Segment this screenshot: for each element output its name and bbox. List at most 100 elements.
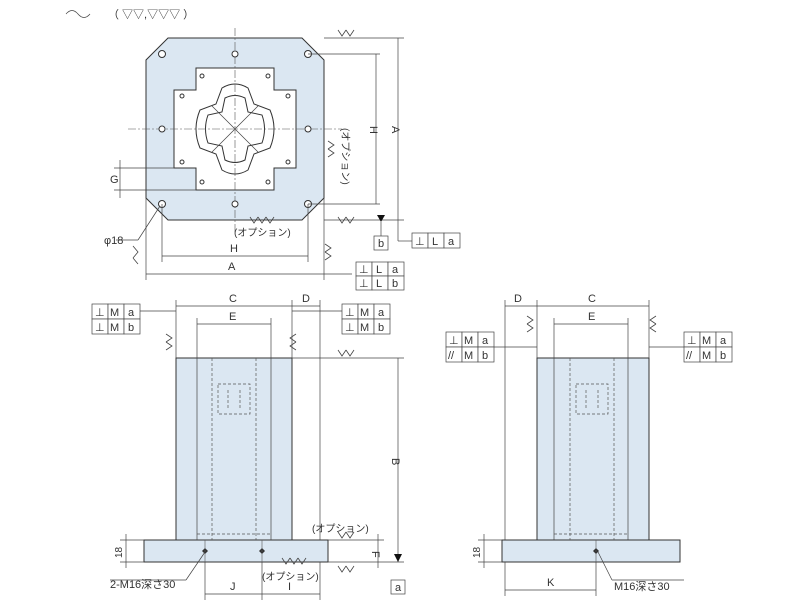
tol-b1-datum: a <box>392 264 399 276</box>
tol-fl2-datum: b <box>128 322 134 334</box>
pocket-hole-4 <box>265 179 271 185</box>
option-lower-label: (オプション) <box>262 571 319 583</box>
tol-fr1-grade: M <box>360 307 369 319</box>
tol-sl2-grade: M <box>464 350 473 362</box>
side-thread-callout-label: M16深さ30 <box>614 580 670 593</box>
pocket-hole-1 <box>199 73 205 79</box>
tolerance-frame-top-right: ⊥ L a <box>411 232 461 249</box>
surface-mark-front-top <box>337 349 355 357</box>
dim-18-label: 18 <box>114 546 125 558</box>
hole-diameter-label: φ18 <box>104 235 123 247</box>
pocket-hole-8 <box>285 159 291 165</box>
front-view: C D E B (オプション) F 18 <box>91 293 406 600</box>
surface-mark-side-left <box>526 315 534 333</box>
tol-fr2-symbol: ⊥ <box>345 322 355 334</box>
surface-mark-left <box>132 245 139 265</box>
tol-sl2-datum: b <box>482 350 488 362</box>
edge-hole-right <box>304 125 312 133</box>
top-view: A H (オプション) G φ18 (オプション) H A <box>104 28 461 291</box>
dim-b-label: B <box>389 458 401 465</box>
side-thread-leader <box>597 551 613 581</box>
dim-c-label: C <box>229 293 237 305</box>
tol-sr1-grade: M <box>702 335 711 347</box>
tol-b1-symbol: ⊥ <box>359 264 369 276</box>
tol-fl1-grade: M <box>110 307 119 319</box>
front-hidden-pocket <box>217 383 251 415</box>
edge-hole-top <box>231 50 239 58</box>
tolerance-frame-front-right: ⊥ M a ⊥ M b <box>341 303 391 335</box>
option-bottom-label: (オプション) <box>234 227 291 239</box>
dim-k-label: K <box>547 577 555 589</box>
corner-hole-tl <box>158 50 166 58</box>
surface-mark-top <box>337 29 355 37</box>
datum-a-box <box>390 579 406 595</box>
tol-sr2-symbol: // <box>686 350 693 362</box>
tol-fl1-symbol: ⊥ <box>95 307 105 319</box>
datum-a-label: a <box>395 582 402 594</box>
surface-mark-right-lower <box>324 243 332 261</box>
dim-i-label: I <box>288 581 291 593</box>
tol-sl2-symbol: // <box>448 350 455 362</box>
dim-h-bottom-label: H <box>230 243 238 255</box>
tol-fr1-symbol: ⊥ <box>345 307 355 319</box>
side-body <box>536 357 650 541</box>
surface-mark-front-flange <box>337 531 355 539</box>
front-body <box>175 357 293 541</box>
dim-j-label: J <box>230 581 236 593</box>
edge-hole-bottom <box>231 200 239 208</box>
tol-fr1-datum: a <box>378 307 385 319</box>
pocket-hole-6 <box>285 93 291 99</box>
thread-callout-label: 2-M16深さ30 <box>110 578 175 591</box>
surface-mark-front-right <box>289 333 297 351</box>
pocket-hole-2 <box>265 73 271 79</box>
tol-sl1-grade: M <box>464 335 473 347</box>
tol-b2-grade: L <box>376 278 382 290</box>
tolerance-frame-side-left: ⊥ M a // M b <box>445 331 495 363</box>
pocket-hole-3 <box>199 179 205 185</box>
tol-sl1-datum: a <box>482 335 489 347</box>
surface-mark-side-right <box>649 315 657 333</box>
tol-sr2-grade: M <box>702 350 711 362</box>
dim-d-label: D <box>302 293 310 305</box>
surface-mark-front-base <box>281 557 307 565</box>
surface-mark-bottom <box>249 216 275 224</box>
tolerance-frame-bottom: ⊥ L a ⊥ L b <box>355 261 405 291</box>
thread-leader <box>185 551 206 581</box>
tol-fl2-symbol: ⊥ <box>95 322 105 334</box>
option-upper-label: (オプション) <box>312 523 369 535</box>
tol-sr2-datum: b <box>720 350 726 362</box>
pocket-hole-5 <box>179 93 185 99</box>
tol-fr2-grade: M <box>360 322 369 334</box>
dim-g-label: G <box>110 174 119 186</box>
tol-fr2-datum: b <box>378 322 384 334</box>
dim-e-label: E <box>229 311 236 323</box>
side-view: D C E 18 K M16深さ30 <box>445 293 733 596</box>
side-dim-18-label: 18 <box>472 546 483 558</box>
side-base-flange <box>501 539 681 563</box>
top-view-holes <box>158 50 312 208</box>
surface-texture-note: （ ▽▽,▽▽▽ ） <box>65 8 194 21</box>
tol-b2-symbol: ⊥ <box>359 278 369 290</box>
tol-datum: a <box>448 236 455 248</box>
dim-a-right-label: A <box>389 126 401 134</box>
surface-texture-text: （ ▽▽,▽▽▽ ） <box>108 8 194 21</box>
tolerance-frame-side-right: ⊥ M a // M b <box>683 331 733 363</box>
side-hidden-pocket <box>575 383 609 415</box>
datum-b-box <box>373 235 389 251</box>
front-base-flange <box>143 539 329 563</box>
side-dim-d-label: D <box>514 293 522 305</box>
surface-mark-front-bottom <box>337 565 355 573</box>
dim-a-bottom-label: A <box>228 261 236 273</box>
surface-mark-front-left <box>165 333 173 351</box>
tol-fl2-grade: M <box>110 322 119 334</box>
tolerance-frame-front-left: ⊥ M a ⊥ M b <box>91 303 141 335</box>
wave-icon <box>65 10 91 18</box>
side-dim-c-label: C <box>588 293 596 305</box>
tol-fl1-datum: a <box>128 307 135 319</box>
tol-symbol: ⊥ <box>415 236 425 248</box>
pocket-hole-7 <box>179 159 185 165</box>
dim-h-right-label: H <box>367 126 379 134</box>
side-dim-e-label: E <box>588 311 595 323</box>
tol-b1-grade: L <box>376 264 382 276</box>
